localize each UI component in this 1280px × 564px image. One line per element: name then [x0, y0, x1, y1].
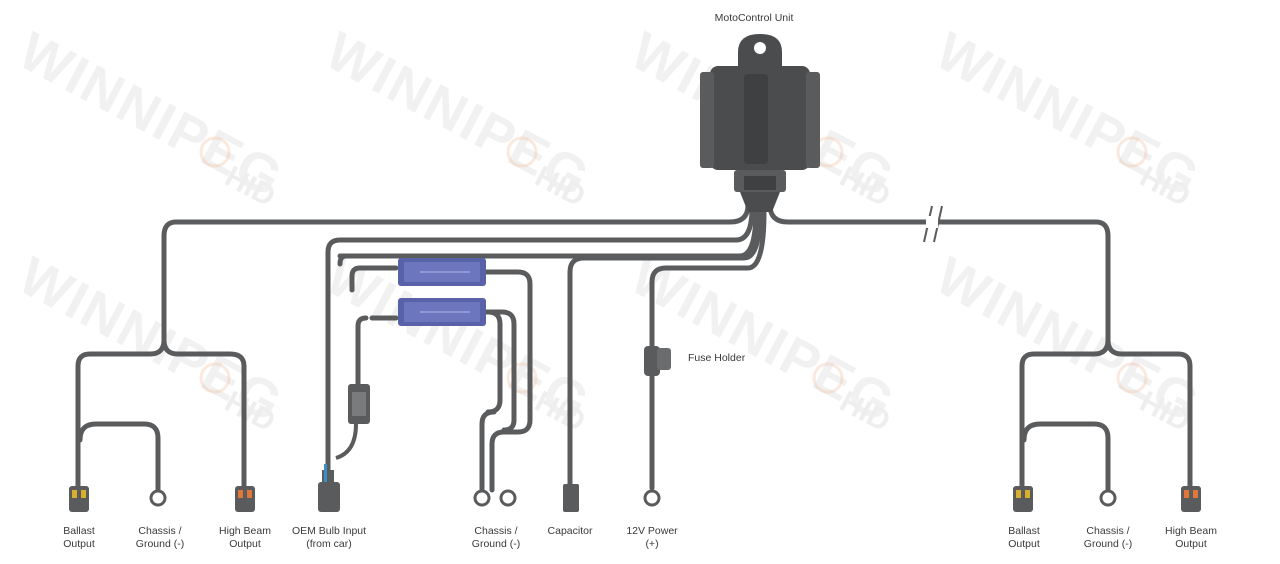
wire-canbus-1 [337, 207, 759, 259]
wire-oem [325, 205, 755, 481]
canbus-module [398, 258, 486, 286]
ballast-connector [69, 486, 89, 512]
watermark-logo [199, 136, 1148, 394]
wire-main-left [161, 202, 751, 343]
inline-connector [335, 384, 370, 460]
oem-label: OEM Bulb Input(from car) [291, 525, 367, 550]
wire-main-right [767, 202, 1111, 343]
left-chassis-label: Chassis /Ground (-) [135, 525, 185, 550]
highbeam-connector [235, 486, 255, 512]
right-chassis-label: Chassis /Ground (-) [1083, 525, 1133, 550]
power-label: 12V Power(+) [626, 525, 678, 550]
fuse-holder [644, 346, 671, 376]
fuse-label: Fuse Holder [688, 352, 746, 364]
capacitor-label: Capacitor [547, 525, 593, 537]
wire-capacitor [567, 209, 763, 487]
capacitor-body [563, 484, 579, 512]
wire-left-ground [77, 421, 161, 493]
mid-chassis-label: Chassis /Ground (-) [471, 525, 521, 550]
highbeam-connector [1181, 486, 1201, 512]
oem-bulb-plug [318, 464, 340, 512]
ring-terminal [149, 489, 1117, 507]
wire-left-split [75, 337, 167, 489]
motocontrol-unit [700, 34, 820, 212]
wire-power [649, 209, 767, 491]
ballast-connector [1013, 486, 1033, 512]
unit-label: MotoControl Unit [714, 12, 794, 24]
canbus-module [398, 298, 486, 326]
